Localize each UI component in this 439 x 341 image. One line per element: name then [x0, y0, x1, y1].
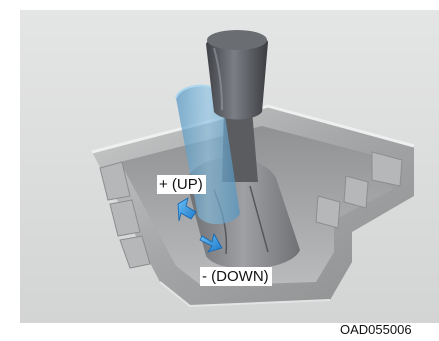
shift-up-label: + (UP) [157, 175, 206, 194]
shift-down-label: - (DOWN) [200, 267, 272, 286]
figure-code: OAD055006 [340, 322, 412, 337]
shift-knob [206, 30, 268, 120]
